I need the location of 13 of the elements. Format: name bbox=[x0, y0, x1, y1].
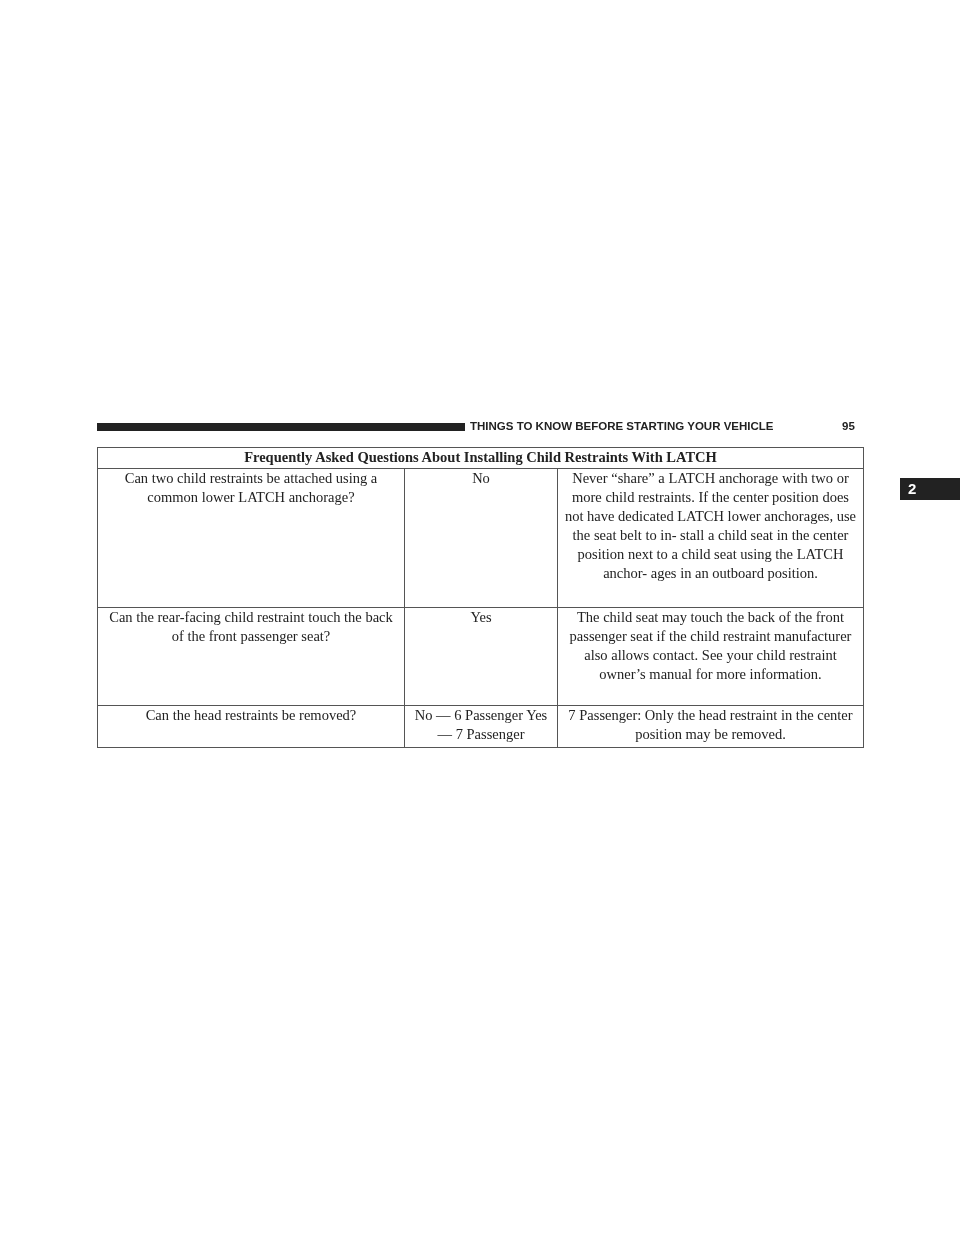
answer-cell: No bbox=[404, 468, 558, 608]
page-number: 95 bbox=[842, 420, 855, 432]
chapter-tab: 2 bbox=[900, 478, 960, 500]
explanation-cell: 7 Passenger: Only the head restraint in the center position may be removed. bbox=[557, 705, 864, 748]
explanation-cell: The child seat may touch the back of the front passenger seat if the child restraint manufacturer also allows contact. See your child restraint owner’s manual for more information. bbox=[557, 607, 864, 706]
question-cell: Can the head restraints be removed? bbox=[97, 705, 405, 748]
table-heading: Frequently Asked Questions About Installing Child Restraints With LATCH bbox=[97, 447, 864, 469]
answer-cell: No — 6 Passenger Yes — 7 Passenger bbox=[404, 705, 558, 748]
running-header: THINGS TO KNOW BEFORE STARTING YOUR VEHICLE bbox=[470, 420, 774, 432]
answer-cell: Yes bbox=[404, 607, 558, 706]
question-cell: Can two child restraints be attached using a common lower LATCH anchorage? bbox=[97, 468, 405, 608]
explanation-cell: Never “share” a LATCH anchorage with two or more child restraints. If the center position does not have dedicated LATCH lower anchorages, use the seat belt to in- stall a child seat in the center position next to a child seat using the LATCH anchor- ages in an outboard position. bbox=[557, 468, 864, 608]
question-cell: Can the rear-facing child restraint touch the back of the front passenger seat? bbox=[97, 607, 405, 706]
